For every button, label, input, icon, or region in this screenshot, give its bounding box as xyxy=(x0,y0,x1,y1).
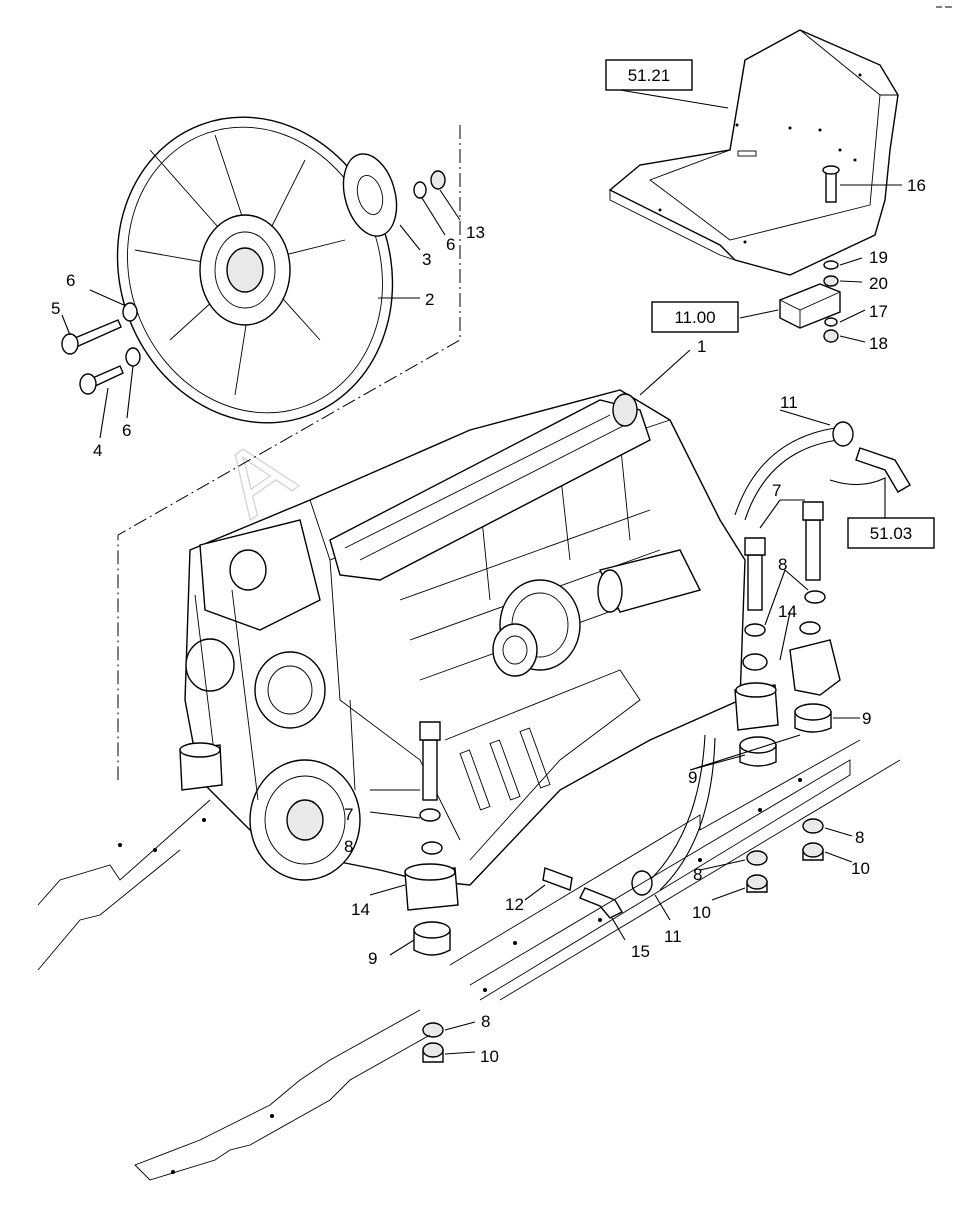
callout-8-right: 8 xyxy=(855,828,864,847)
cover-panel xyxy=(608,29,899,276)
mount-14-right xyxy=(734,621,841,731)
callout-9-left: 9 xyxy=(368,949,377,968)
insulator-9-left xyxy=(413,921,451,956)
adapter-12 xyxy=(542,867,573,891)
valve-cover xyxy=(329,393,651,581)
callout-6-top: 6 xyxy=(446,235,455,254)
hose-11-lower xyxy=(631,734,716,896)
callout-8-mid: 8 xyxy=(693,865,702,884)
callout-16: 16 xyxy=(907,176,926,195)
bolts-7-right xyxy=(744,501,826,637)
callout-10-mid: 10 xyxy=(692,903,711,922)
callout-14-left: 14 xyxy=(351,900,370,919)
callout-6-bottom: 6 xyxy=(122,421,131,440)
callout-15: 15 xyxy=(631,942,650,961)
callout-13: 13 xyxy=(466,223,485,242)
frame-rails xyxy=(37,739,901,1181)
fitting-51-03 xyxy=(855,447,911,493)
callout-9-mid: 9 xyxy=(688,768,697,787)
fan-assembly xyxy=(116,116,394,424)
spacer-plate xyxy=(342,153,398,237)
front-pulleys xyxy=(185,519,361,881)
ref-51-21-label: 51.21 xyxy=(628,66,671,85)
mount-bracket xyxy=(779,283,841,329)
front-left-mount xyxy=(179,742,223,791)
callout-7-left: 7 xyxy=(344,805,353,824)
callout-8-left: 8 xyxy=(344,837,353,856)
mount-14-left xyxy=(404,841,459,911)
callout-3: 3 xyxy=(422,250,431,269)
ref-51-03-label: 51.03 xyxy=(870,524,913,543)
assembly-boundary xyxy=(117,125,461,780)
elbow-15 xyxy=(579,887,623,919)
callout-6-left: 6 xyxy=(66,271,75,290)
callout-2: 2 xyxy=(425,290,434,309)
callout-17: 17 xyxy=(869,302,888,321)
leader-lines xyxy=(61,89,902,1055)
callout-20: 20 xyxy=(869,274,888,293)
callout-8-right-top: 8 xyxy=(778,555,787,574)
ref-box-51-03: 51.03 xyxy=(847,517,935,549)
callout-10-bottom: 10 xyxy=(480,1047,499,1066)
nuts-10-right xyxy=(746,818,824,893)
bolt-16 xyxy=(822,165,840,203)
nut-10-bottom xyxy=(422,1022,444,1063)
ref-box-11-00: 11.00 xyxy=(651,301,739,333)
starter-motor xyxy=(597,549,702,613)
callout-11-top: 11 xyxy=(780,393,798,412)
fan-bolts xyxy=(61,302,141,395)
callout-18: 18 xyxy=(869,334,888,353)
ref-box-51-21: 51.21 xyxy=(605,59,693,91)
callout-9-right: 9 xyxy=(862,709,871,728)
callouts: 1 2 3 4 5 6 6 6 7 7 8 8 8 8 8 9 9 9 10 1… xyxy=(51,176,926,1066)
washers-nuts-17-20 xyxy=(823,260,839,343)
callout-5: 5 xyxy=(51,299,60,318)
hose-11-upper xyxy=(734,421,854,521)
bolt-7-left xyxy=(419,721,441,822)
callout-11-bottom: 11 xyxy=(664,927,682,946)
ref-11-00-label: 11.00 xyxy=(674,308,715,327)
callout-7-right: 7 xyxy=(772,481,781,500)
callout-8-bottom: 8 xyxy=(481,1012,490,1031)
callout-19: 19 xyxy=(869,248,888,267)
callout-14-right: 14 xyxy=(778,602,797,621)
washer-nut-13 xyxy=(413,170,446,199)
callout-10-right: 10 xyxy=(851,859,870,878)
insulators-9-right xyxy=(739,703,832,767)
callout-1: 1 xyxy=(697,337,706,356)
callout-12: 12 xyxy=(505,895,524,914)
callout-4: 4 xyxy=(93,441,102,460)
turbocharger xyxy=(492,579,581,677)
